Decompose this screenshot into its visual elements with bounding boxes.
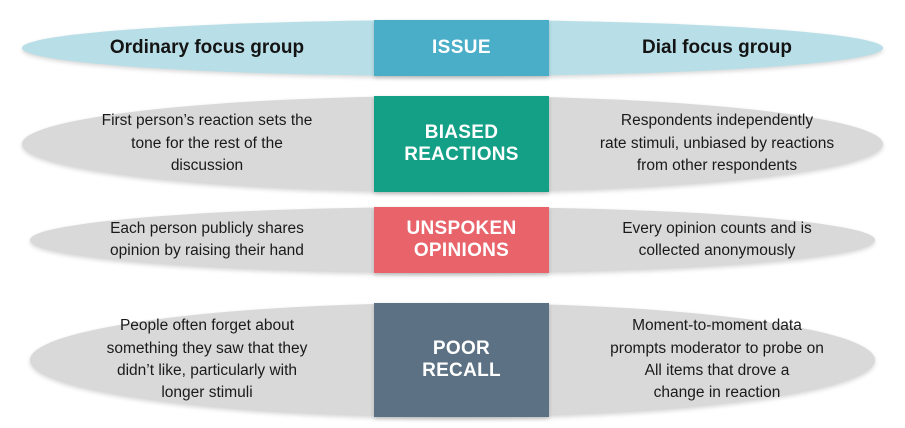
row-biased-issue-label: BIASED REACTIONS — [404, 121, 519, 165]
row-unspoken-left-column: Each person publicly shares opinion by r… — [40, 207, 374, 273]
row-biased-left-column: First person’s reaction sets the tone fo… — [40, 96, 374, 192]
row-unspoken-left-text: Each person publicly shares opinion by r… — [110, 219, 304, 259]
row-unspoken-issue-label: UNSPOKEN OPINIONS — [406, 217, 517, 261]
row-recall-center-block: POOR RECALL — [374, 303, 549, 417]
row-biased-center-block: BIASED REACTIONS — [374, 96, 549, 192]
header-left-column: Ordinary focus group — [40, 20, 374, 76]
row-biased-left-text: First person’s reaction sets the tone fo… — [101, 112, 313, 175]
row-recall-left-text: People often forget about something they… — [106, 317, 308, 402]
row-poor-recall: People often forget about something they… — [0, 303, 905, 417]
row-unspoken-right-text: Every opinion counts and is collected an… — [622, 219, 812, 259]
header-center-block: ISSUE — [374, 20, 549, 76]
row-recall-left-column: People often forget about something they… — [40, 303, 374, 417]
row-unspoken-right-column: Every opinion counts and is collected an… — [549, 207, 885, 273]
row-unspoken-center-block: UNSPOKEN OPINIONS — [374, 207, 549, 273]
row-biased-right-text: Respondents independently rate stimuli, … — [599, 112, 835, 175]
row-unspoken-opinions: Each person publicly shares opinion by r… — [0, 207, 905, 273]
row-biased-reactions: First person’s reaction sets the tone fo… — [0, 96, 905, 192]
header-right-label: Dial focus group — [642, 37, 792, 58]
header-row: Ordinary focus group ISSUE Dial focus gr… — [0, 20, 905, 76]
row-recall-right-text: Moment-to-moment data prompts moderator … — [610, 317, 824, 402]
row-recall-right-column: Moment-to-moment data prompts moderator … — [549, 303, 885, 417]
header-right-column: Dial focus group — [549, 20, 885, 76]
header-left-label: Ordinary focus group — [109, 37, 305, 58]
header-center-label: ISSUE — [431, 36, 492, 58]
row-biased-right-column: Respondents independently rate stimuli, … — [549, 96, 885, 192]
row-recall-issue-label: POOR RECALL — [422, 337, 501, 381]
